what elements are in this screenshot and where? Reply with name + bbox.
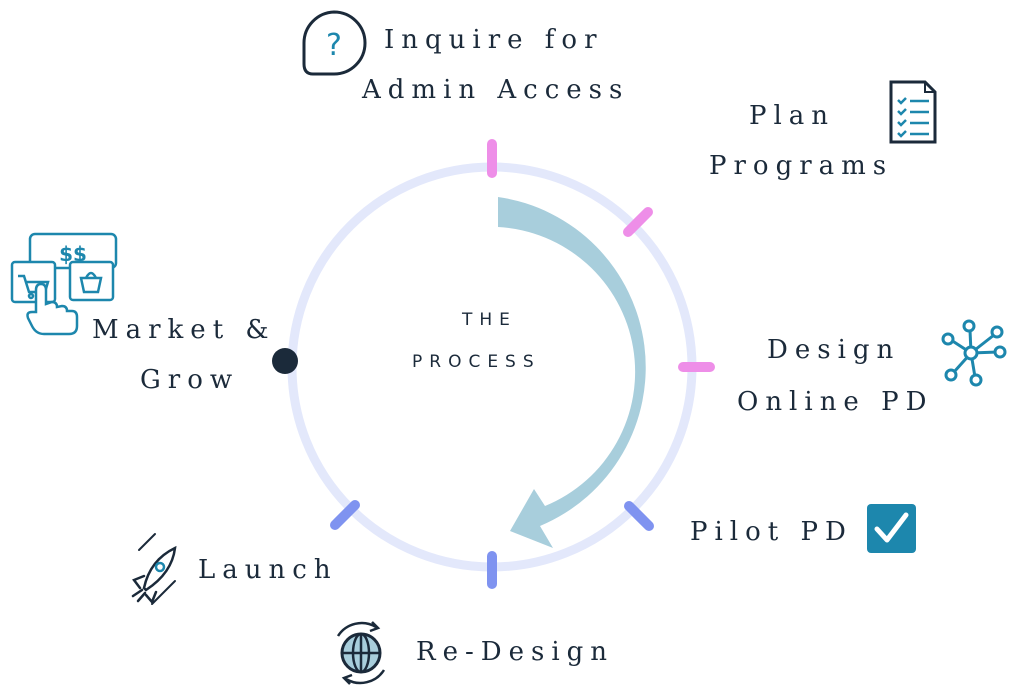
- tick-launch: [330, 500, 360, 530]
- step-label-pilot: Pilot PD: [690, 517, 853, 547]
- step-label-plan-2: Programs: [709, 151, 894, 181]
- tick-plan: [623, 207, 653, 237]
- globe-refresh-icon: [336, 621, 386, 685]
- ecommerce-icon: $$: [10, 232, 118, 336]
- step-label-redesign: Re-Design: [416, 637, 615, 667]
- checklist-document-icon: [889, 80, 937, 144]
- center-title-line1: THE: [462, 310, 517, 330]
- step-label-design-2: Online PD: [737, 387, 934, 417]
- step-label-inquire: Inquire for: [384, 25, 604, 55]
- step-label-market: Market &: [92, 315, 276, 345]
- question-bubble-icon: ?: [302, 10, 367, 76]
- center-title-line2: PROCESS: [412, 352, 541, 372]
- step-label-design: Design: [767, 335, 901, 365]
- checkbox-icon: [867, 504, 916, 553]
- step-label-market-2: Grow: [140, 365, 240, 395]
- process-arrow: [498, 197, 646, 548]
- tick-pilot: [624, 501, 654, 531]
- svg-text:?: ?: [326, 28, 342, 63]
- network-nodes-icon: [941, 319, 1007, 387]
- rocket-icon: [131, 533, 177, 605]
- step-label-launch: Launch: [198, 555, 338, 585]
- step-label-plan: Plan: [749, 101, 836, 131]
- dot-market: [272, 348, 298, 374]
- step-label-inquire-2: Admin Access: [362, 75, 630, 105]
